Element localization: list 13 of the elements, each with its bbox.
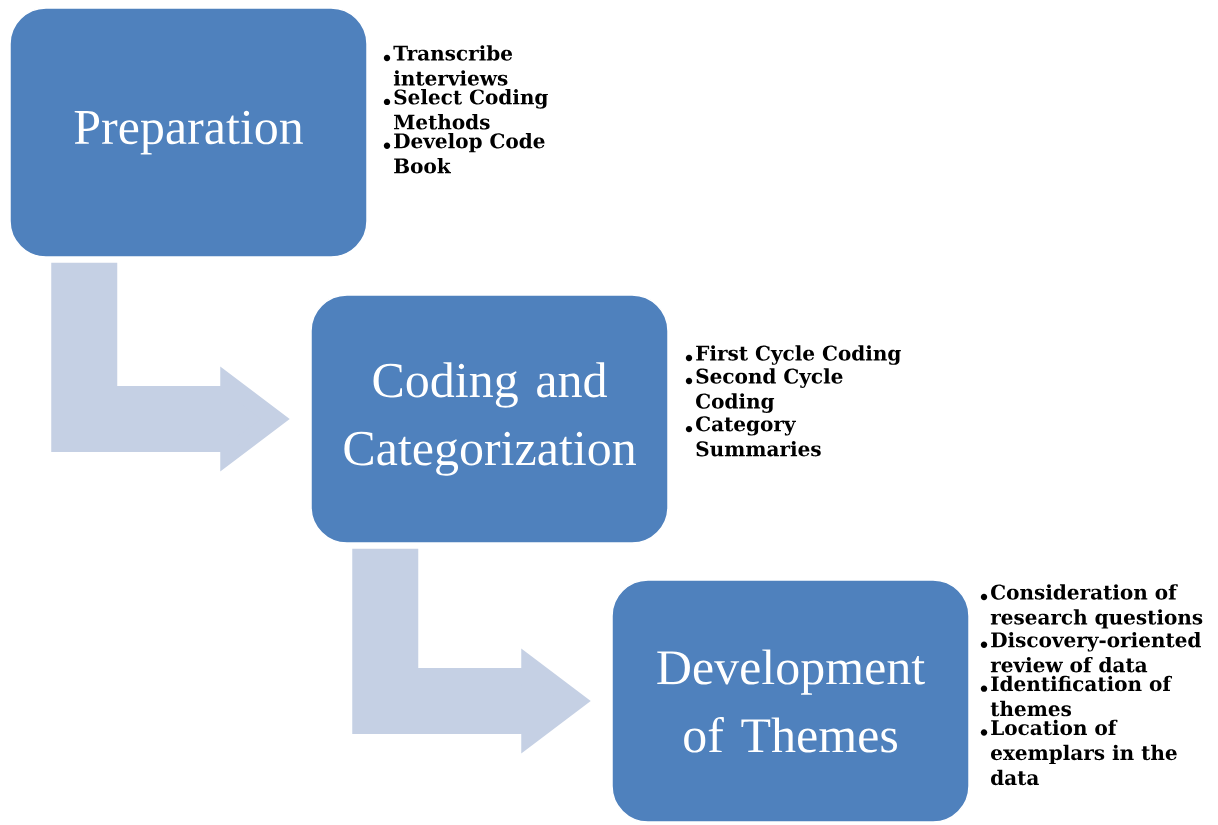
bullet-item: Category Summaries xyxy=(696,416,821,457)
bullet-item: Select Coding Methods xyxy=(394,89,548,130)
process-box: Coding and Categorization xyxy=(310,294,669,544)
process-box: Preparation xyxy=(9,7,368,258)
process-box: Development of Themes xyxy=(611,579,970,823)
bullet-item: First Cycle Coding xyxy=(696,345,901,365)
bullet-item: Second Cycle Coding xyxy=(696,368,843,413)
bullet-item: Develop Code Book xyxy=(394,132,545,174)
bullet-item: Transcribe interviews xyxy=(393,45,513,86)
bullet-item: Location of exemplars in the data xyxy=(991,719,1177,786)
bullet-item: Identification of themes xyxy=(990,675,1173,717)
bullet-item: Discovery-oriented review of data xyxy=(990,631,1201,673)
bullet-item: Consideration of research questions xyxy=(990,584,1203,629)
